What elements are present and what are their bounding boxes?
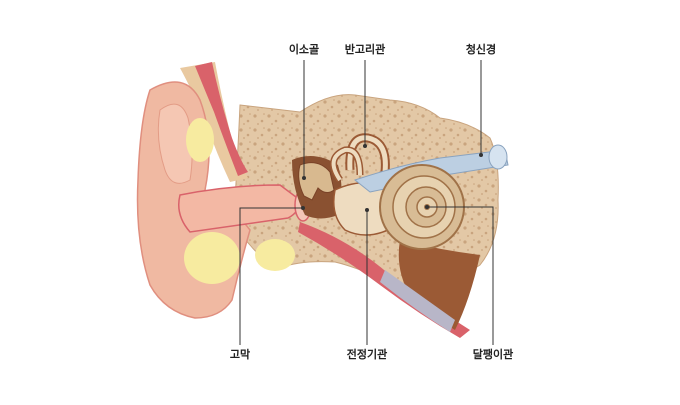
label-auditory-nerve: 청신경 (465, 43, 497, 56)
label-semicircular-canals: 반고리관 (344, 43, 386, 56)
leader-dots (301, 144, 483, 212)
cartilage-blob (255, 239, 295, 271)
leader-eardrum (239, 207, 303, 345)
label-cochlea: 달팽이관 (472, 348, 514, 361)
label-eardrum: 고막 (229, 348, 251, 361)
cartilage-blob (186, 118, 214, 162)
leader-lines (239, 60, 494, 345)
auditory-nerve-end (488, 144, 508, 170)
cartilage-blob (184, 232, 240, 284)
ear-canal (178, 184, 301, 233)
pinna-inner-fold (157, 103, 193, 184)
leader-cochlea (427, 206, 494, 345)
ossicles (298, 162, 335, 201)
label-vestibule: 전정기관 (346, 348, 388, 361)
semicircular-canal (331, 147, 362, 182)
muscle-red-strip (195, 62, 248, 176)
lower-bone-dark (398, 240, 480, 330)
label-ossicles: 이소골 (288, 43, 320, 56)
lower-tissue (380, 270, 455, 332)
